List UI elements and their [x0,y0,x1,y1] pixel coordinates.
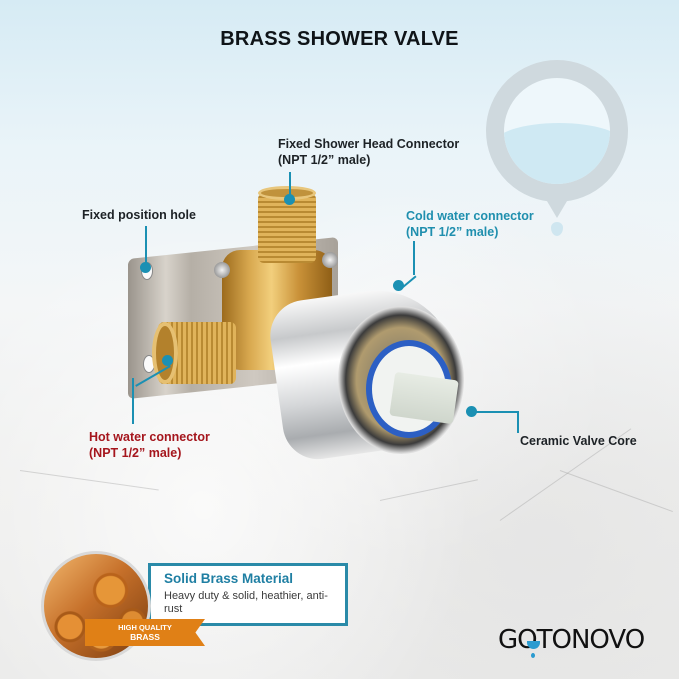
water-drop-icon [486,60,628,202]
callout-dot-icon [162,355,173,366]
callout-shower-head-spec: (NPT 1/2” male) [278,153,371,167]
logo-water-icon [527,641,540,649]
ribbon-line2: BRASS [130,632,160,642]
callout-hot-water-label: Hot water connector [89,430,210,444]
water-bead-icon [551,222,563,236]
callout-dot-icon [140,262,151,273]
callout-shower-head-line [289,172,291,200]
callout-ceramic-label: Ceramic Valve Core [520,434,637,448]
page-title: BRASS SHOWER VALVE [220,28,459,50]
callout-fixed-hole-line [145,226,147,266]
callout-fixed-hole-label: Fixed position hole [82,208,196,222]
callout-ceramic-line-v [517,411,519,433]
ceramic-stem [389,371,459,425]
callout-ceramic-line-h [472,411,518,413]
feature-card: Solid Brass Material Heavy duty & solid,… [148,563,348,626]
callout-cold-water-label: Cold water connector [406,209,534,223]
screw-icon [214,262,230,278]
callout-hot-water-spec: (NPT 1/2” male) [89,446,182,460]
callout-dot-icon [284,194,295,205]
feature-title: Solid Brass Material [164,571,294,586]
callout-dot-icon [466,406,477,417]
water-fill [504,123,610,184]
callout-cold-water-spec: (NPT 1/2” male) [406,225,499,239]
ribbon-line1: HIGH QUALITY [118,623,172,632]
callout-dot-icon [393,280,404,291]
logo-drop-icon [531,653,535,658]
callout-shower-head-label: Fixed Shower Head Connector [278,137,460,151]
callout-hot-water-line [132,378,134,424]
callout-cold-water-line [413,241,415,275]
feature-description: Heavy duty & solid, heathier, anti-rust [164,590,328,615]
quality-ribbon-badge: HIGH QUALITY BRASS [85,619,205,646]
water-drop-tip [544,196,570,218]
hot-water-inlet-rim [152,322,178,384]
brand-logo: GOTONOVO [498,625,645,655]
screw-icon [322,252,338,268]
